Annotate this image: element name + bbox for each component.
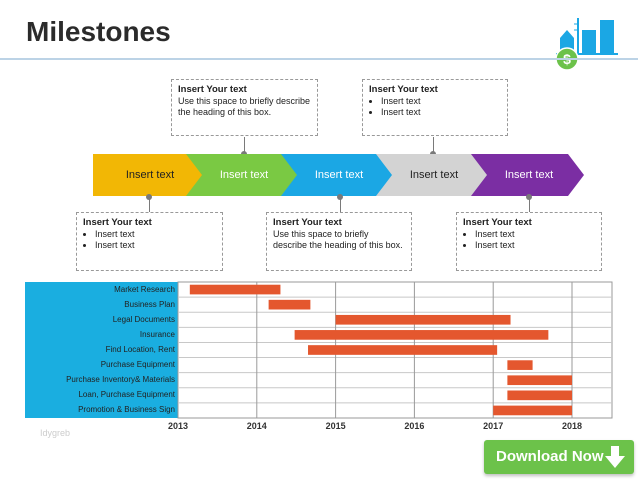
gantt-year-label: 2014 [246, 421, 267, 431]
milestone-box-bottom-1: Insert Your text Insert text Insert text [76, 212, 223, 271]
arrow-label-1: Insert text [125, 169, 175, 181]
bullet-item: Insert text [95, 229, 216, 240]
milestone-box-top-1: Insert Your text Use this space to brief… [171, 79, 318, 136]
milestone-box-top-2: Insert Your text Insert text Insert text [362, 79, 508, 136]
gantt-bar [189, 284, 281, 295]
gantt-year-label: 2017 [483, 421, 504, 431]
bullet-item: Insert text [475, 240, 595, 251]
page-title: Milestones [26, 16, 171, 47]
gantt-bar [335, 314, 511, 325]
box-heading: Insert Your text [83, 217, 152, 228]
gantt-task-label: Legal Documents [112, 314, 175, 324]
arrow-label-4: Insert text [409, 169, 459, 181]
gantt-year-label: 2016 [404, 421, 425, 431]
milestone-arrow-4 [376, 154, 491, 196]
gantt-task-label: Insurance [139, 329, 175, 339]
gantt-task-label: Purchase Inventory& Materials [66, 375, 175, 385]
arrow-label-2: Insert text [219, 169, 269, 181]
bullet-item: Insert text [381, 96, 501, 107]
gantt-year-label: 2018 [561, 421, 583, 431]
gantt-task-label: Purchase Equipment [100, 360, 175, 370]
connector-line [529, 197, 530, 212]
gantt-year-label: 2015 [325, 421, 346, 431]
gantt-bar [507, 360, 533, 370]
bullet-item: Insert text [475, 229, 595, 240]
gantt-task-label: Business Plan [124, 299, 175, 309]
download-now-button[interactable]: Download Now [484, 440, 634, 474]
gantt-bar [268, 299, 311, 310]
box-heading: Insert Your text [463, 217, 532, 228]
milestone-box-bottom-3: Insert Your text Insert text Insert text [456, 212, 602, 271]
connector-line [340, 197, 341, 212]
milestone-arrow-5 [471, 154, 584, 196]
box-body: Use this space to briefly describe the h… [273, 229, 403, 250]
milestone-arrow-3 [281, 154, 396, 196]
download-arrow-icon [605, 446, 625, 468]
box-heading: Insert Your text [369, 84, 438, 95]
milestone-arrow-2 [186, 154, 301, 196]
connector-line [433, 137, 434, 154]
arrow-label-3: Insert text [314, 169, 364, 181]
connector-line [244, 137, 245, 154]
box-body: Use this space to briefly describe the h… [178, 96, 311, 117]
milestone-arrow-1 [93, 154, 206, 196]
gantt-bar [507, 390, 572, 401]
connector-line [149, 197, 150, 212]
watermark: Idygreb [40, 428, 71, 438]
box-heading: Insert Your text [273, 217, 342, 228]
gantt-bar [493, 405, 572, 416]
gantt-task-label: Promotion & Business Sign [78, 405, 175, 415]
milestone-box-bottom-2: Insert Your text Use this space to brief… [266, 212, 412, 271]
bullet-item: Insert text [381, 107, 501, 118]
gantt-task-label: Find Location, Rent [105, 345, 175, 354]
download-label: Download Now [496, 448, 604, 465]
bullet-item: Insert text [95, 240, 216, 251]
gantt-task-label: Market Research [114, 284, 175, 294]
gantt-bar [308, 345, 498, 355]
header-divider [0, 58, 638, 60]
gantt-label-panel [25, 282, 178, 418]
gantt-year-label: 2013 [167, 421, 189, 431]
box-heading: Insert Your text [178, 84, 247, 95]
arrow-label-5: Insert text [504, 169, 554, 181]
gantt-bar [507, 375, 572, 386]
gantt-bar [294, 330, 549, 340]
gantt-task-label: Loan, Purchase Equipment [78, 390, 175, 400]
